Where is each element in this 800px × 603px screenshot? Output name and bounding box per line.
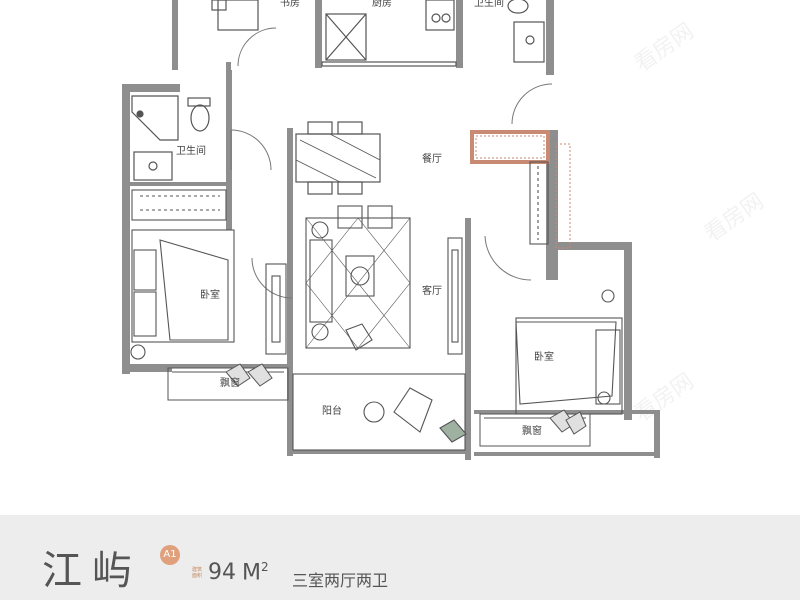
label-study: 书房 [280,0,300,9]
unit-badge: A1 [160,545,180,565]
area-value: 94 [208,560,236,585]
right-bedroom-furniture [515,161,623,415]
kitchen-furniture [321,0,457,67]
label-dining: 餐厅 [422,152,442,165]
label-bay-window-right: 飘窗 [522,424,542,437]
area-unit-superscript: 2 [260,560,269,574]
label-living: 客厅 [422,284,442,297]
floor-plan: 书房 厨房 卫生间 卫生间 餐厅 客厅 卧室 卧室 飘窗 飘窗 阳台 [122,0,660,460]
bay-window-right [479,409,591,447]
balcony-furniture [292,373,467,451]
left-bedroom-furniture [130,189,287,360]
living-room-furniture [305,205,463,355]
brick-wall [470,130,571,249]
dining-set [295,121,381,195]
area-prefix: 建筑面积 [192,567,203,579]
project-name: 江屿 [42,548,142,594]
label-bedroom-right: 卧室 [534,350,554,363]
layout-description: 三室两厅两卫 [292,571,389,590]
label-kitchen: 厨房 [372,0,392,9]
label-bedroom-left: 卧室 [200,288,220,301]
bathroom-top-furniture [507,0,545,63]
area-unit: M2 [242,560,269,585]
bathroom-left-furniture [131,95,211,181]
label-bathroom-left: 卫生间 [176,144,206,157]
study-furniture [211,0,259,31]
footer-bar [0,515,800,600]
bay-window-left [167,363,289,401]
label-bay-window-left: 飘窗 [220,376,240,389]
door-swings [230,27,553,299]
area-unit-text: M [242,560,261,586]
walls [122,0,660,460]
label-bathroom-top: 卫生间 [474,0,504,9]
label-balcony: 阳台 [322,404,342,417]
